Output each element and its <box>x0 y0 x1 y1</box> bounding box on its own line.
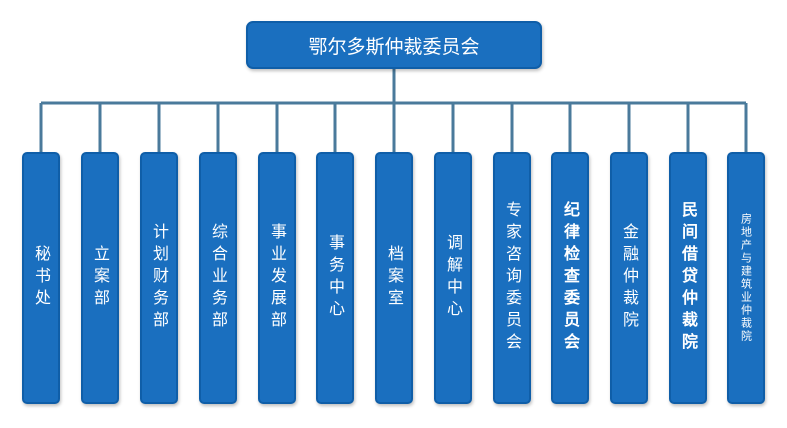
dept-label: 金融仲裁院 <box>620 223 639 333</box>
dept-private-lending: 民间借贷仲裁院 <box>669 152 707 404</box>
dept-mediation-center: 调解中心 <box>434 152 472 404</box>
dept-discipline-inspection: 纪律检查委员会 <box>551 152 589 404</box>
dept-label: 秘书处 <box>32 245 51 311</box>
dept-general-affairs: 综合业务部 <box>199 152 237 404</box>
root-node-arbitration-commission: 鄂尔多斯仲裁委员会 <box>246 21 542 69</box>
root-node-label: 鄂尔多斯仲裁委员会 <box>308 35 480 58</box>
dept-financial-arbitration: 金融仲裁院 <box>610 152 648 404</box>
dept-label: 档案室 <box>385 245 404 311</box>
dept-label: 房地产与建筑业仲裁院 <box>739 213 753 343</box>
dept-business-development: 事业发展部 <box>258 152 296 404</box>
dept-label: 计划财务部 <box>150 223 169 333</box>
dept-label: 综合业务部 <box>209 223 228 333</box>
dept-real-estate-construction: 房地产与建筑业仲裁院 <box>727 152 765 404</box>
dept-secretariat: 秘书处 <box>22 152 60 404</box>
dept-label: 事务中心 <box>326 234 345 322</box>
dept-label: 专家咨询委员会 <box>503 201 522 355</box>
dept-affairs-center: 事务中心 <box>316 152 354 404</box>
dept-label: 民间借贷仲裁院 <box>679 201 698 355</box>
dept-label: 纪律检查委员会 <box>561 201 580 355</box>
dept-expert-advisory: 专家咨询委员会 <box>493 152 531 404</box>
dept-case-filing: 立案部 <box>81 152 119 404</box>
dept-label: 事业发展部 <box>268 223 287 333</box>
dept-planning-finance: 计划财务部 <box>140 152 178 404</box>
dept-label: 调解中心 <box>444 234 463 322</box>
dept-label: 立案部 <box>91 245 110 311</box>
dept-archives: 档案室 <box>375 152 413 404</box>
